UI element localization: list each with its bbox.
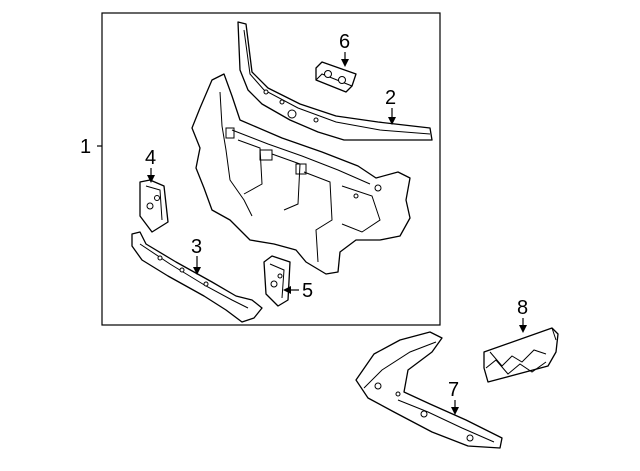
callout-4: 4 <box>145 147 156 169</box>
arrow-6 <box>341 59 349 67</box>
lower-tie-bar <box>131 231 263 323</box>
callout-2: 2 <box>385 87 396 109</box>
upper-tie-bar <box>237 21 433 141</box>
arrow-3 <box>193 267 201 275</box>
callout-5: 5 <box>302 280 313 302</box>
callout-7: 7 <box>448 379 459 401</box>
small-bracket <box>315 61 357 93</box>
splash-shield <box>355 331 503 449</box>
bracket-plate <box>263 255 291 307</box>
arrow-2 <box>388 117 396 125</box>
arrow-8 <box>519 325 527 333</box>
callout-8: 8 <box>517 297 528 319</box>
radiator-support-frame <box>191 73 411 275</box>
side-plate <box>139 179 169 233</box>
assembly-frame <box>101 12 441 326</box>
callout-3: 3 <box>191 236 202 258</box>
arrow-7 <box>451 407 459 415</box>
leader-lines <box>147 52 527 415</box>
callout-1: 1 <box>80 136 91 158</box>
callout-6: 6 <box>339 31 350 53</box>
support-bracket <box>483 327 559 383</box>
arrow-4 <box>147 175 155 183</box>
arrow-5 <box>283 286 291 294</box>
